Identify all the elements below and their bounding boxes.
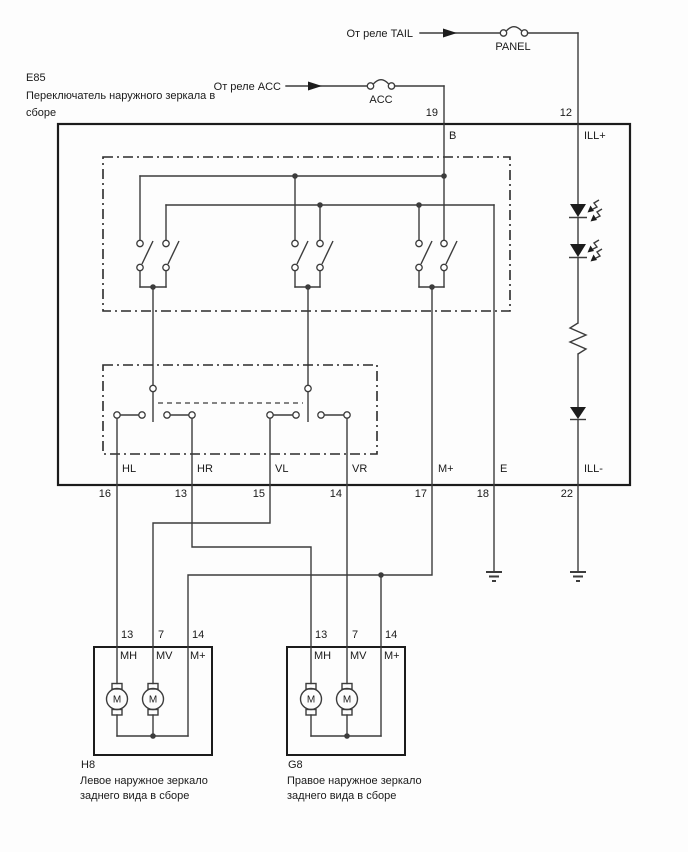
pin-label: MH <box>120 650 137 662</box>
contact-block-outline <box>102 156 511 312</box>
switch-assembly-name-line1: Переключатель наружного зеркала в <box>26 90 215 102</box>
flow-arrow-icon <box>308 81 322 91</box>
pin-e-label: E <box>500 463 507 475</box>
right-mirror-pin-numbers: 13 7 14 <box>315 629 397 641</box>
junction-dot <box>150 733 156 739</box>
right-mirror-g8: 13 7 14 MH MV M+ M M G8 Право <box>286 629 422 802</box>
left-mirror-name-line1: Левое наружное зеркало <box>80 775 208 787</box>
feed-acc-label: От реле ACC <box>214 81 281 93</box>
switch-lever <box>420 240 433 265</box>
pin-number: 14 <box>385 629 397 641</box>
pin-vr-label: VR <box>352 463 367 475</box>
feed-acc: От реле ACC ACC 19 <box>214 78 445 125</box>
left-mirror-pin-labels: MH MV M+ <box>120 650 206 662</box>
fuse-panel-label: PANEL <box>495 41 530 53</box>
switch-assembly-code: E85 <box>26 72 46 84</box>
pin-22-number: 22 <box>561 488 573 500</box>
pin-number: 14 <box>192 629 204 641</box>
pin-number: 7 <box>158 629 164 641</box>
pin-label: MH <box>314 650 331 662</box>
flow-arrow-icon <box>443 28 457 38</box>
motor-icon: M <box>141 682 165 716</box>
pin-17-number: 17 <box>415 488 427 500</box>
switch-pair-3 <box>415 204 458 486</box>
right-mirror-code: G8 <box>288 759 303 771</box>
contact-block-wiring <box>139 123 495 486</box>
fuse-panel-icon <box>499 25 529 37</box>
motor-letter: M <box>149 695 157 706</box>
led-icon <box>569 239 603 262</box>
motor-icon: M <box>335 682 359 716</box>
pin-b-label: B <box>449 130 456 142</box>
feed-tail: От реле TAIL PANEL 12 <box>346 25 579 125</box>
diode-icon <box>570 407 586 421</box>
motor-icon: M <box>105 682 129 716</box>
led-icon <box>569 199 603 222</box>
left-mirror-h8: 13 7 14 MH MV M+ M M H8 Левое <box>80 629 213 802</box>
left-mirror-name-line2: заднего вида в сборе <box>80 790 189 802</box>
switch-lever <box>321 240 334 265</box>
right-mirror-pin-labels: MH MV M+ <box>314 650 400 662</box>
selector-block-outline <box>102 364 378 455</box>
feed-tail-label: От реле TAIL <box>346 28 413 40</box>
switch-assembly-name-line2: сборе <box>26 107 56 119</box>
pin-16-number: 16 <box>99 488 111 500</box>
junction-dot <box>344 733 350 739</box>
pin-ill-minus-label: ILL- <box>584 463 603 475</box>
pin-mplus-label: M+ <box>438 463 454 475</box>
pin-14-number: 14 <box>330 488 342 500</box>
right-mirror-name-line2: заднего вида в сборе <box>287 790 396 802</box>
right-mirror-name-line1: Правое наружное зеркало <box>287 775 422 787</box>
junction-dot <box>441 173 447 179</box>
switch-bottom-pin-numbers: 16 13 15 14 17 18 22 <box>99 488 573 500</box>
pin-19-number: 19 <box>426 107 438 119</box>
pin-label: MV <box>156 650 173 662</box>
junction-dot <box>378 572 384 578</box>
pin-12-number: 12 <box>560 107 572 119</box>
ground-icon <box>570 571 586 582</box>
pin-hr-label: HR <box>197 463 213 475</box>
resistor-icon <box>568 322 588 355</box>
pin-hl-label: HL <box>122 463 136 475</box>
pin-18-number: 18 <box>477 488 489 500</box>
left-mirror-code: H8 <box>81 759 95 771</box>
right-mirror-caption: G8 Правое наружное зеркало заднего вида … <box>287 759 422 802</box>
right-mirror-outline <box>286 646 406 756</box>
left-mirror-caption: H8 Левое наружное зеркало заднего вида в… <box>80 759 208 802</box>
pin-label: M+ <box>384 650 400 662</box>
motor-letter: M <box>343 695 351 706</box>
switch-lever <box>141 240 154 265</box>
pin-13-number: 13 <box>175 488 187 500</box>
fuse-acc-icon <box>366 78 396 90</box>
ground-icon <box>486 571 502 582</box>
left-mirror-pin-numbers: 13 7 14 <box>121 629 204 641</box>
pin-label: MV <box>350 650 367 662</box>
switch-assembly-caption: E85 Переключатель наружного зеркала в сб… <box>26 72 215 119</box>
motor-letter: M <box>307 695 315 706</box>
pin-15-number: 15 <box>253 488 265 500</box>
switch-lever <box>167 240 180 265</box>
switch-lever <box>296 240 309 265</box>
pin-number: 13 <box>315 629 327 641</box>
switch-bottom-pin-labels: HL HR VL VR M+ E ILL- <box>122 463 603 475</box>
illumination-chain <box>568 123 603 486</box>
motor-letter: M <box>113 695 121 706</box>
selector-block <box>113 384 351 486</box>
wire-harness <box>116 484 586 648</box>
pin-label: M+ <box>190 650 206 662</box>
pin-vl-label: VL <box>275 463 288 475</box>
fuse-acc-label: ACC <box>369 94 392 106</box>
switch-pair-2 <box>291 175 334 386</box>
pin-number: 13 <box>121 629 133 641</box>
switch-pair-1 <box>136 175 180 386</box>
pin-number: 7 <box>352 629 358 641</box>
pin-ill-plus-label: ILL+ <box>584 130 606 142</box>
switch-assembly-outline <box>56 122 632 487</box>
switch-lever <box>445 240 458 265</box>
motor-icon: M <box>299 682 323 716</box>
switch-assembly-e85: E85 Переключатель наружного зеркала в сб… <box>26 72 632 500</box>
